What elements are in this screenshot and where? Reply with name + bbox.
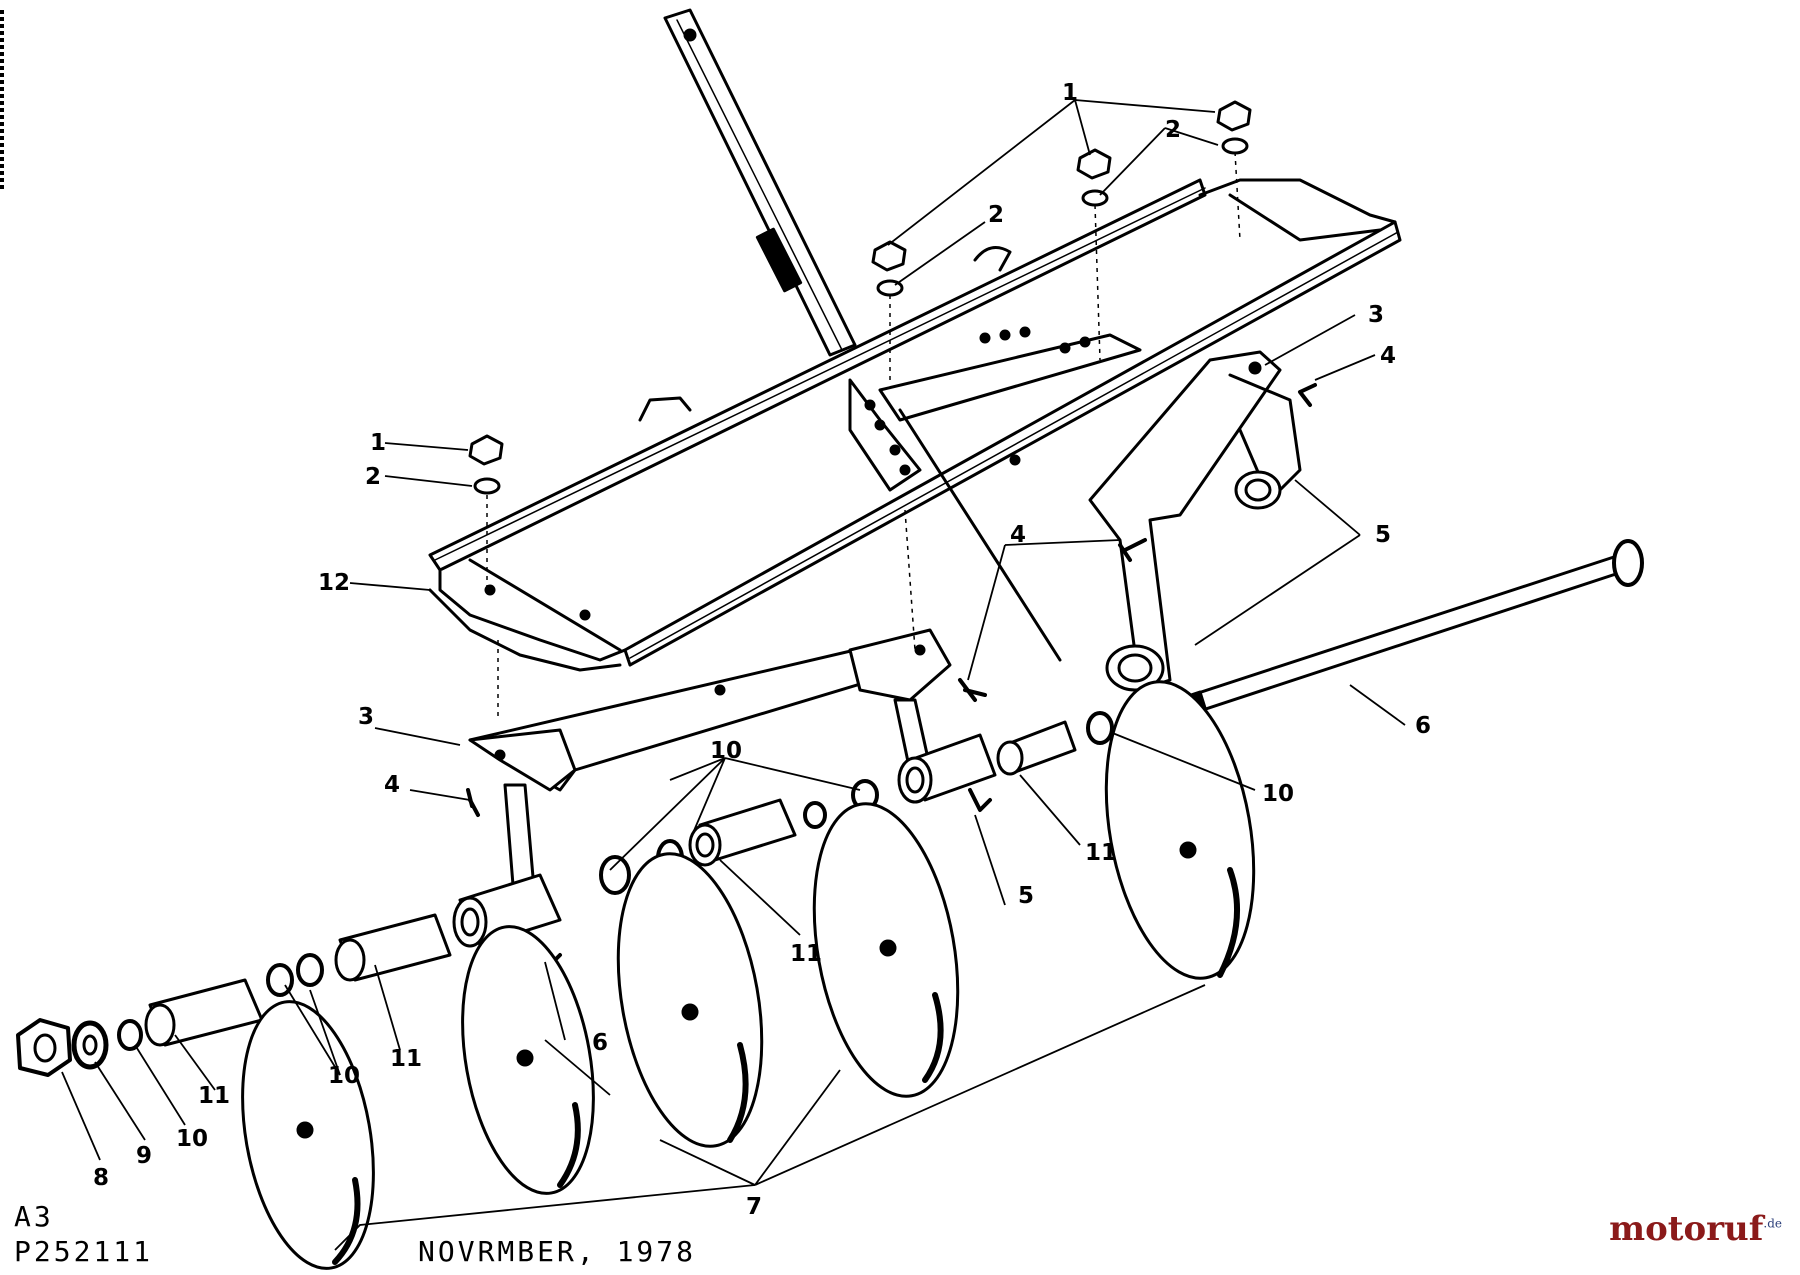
callout-5a: 5 bbox=[1375, 522, 1391, 548]
diagram-date: NOVRMBER, 1978 bbox=[418, 1235, 697, 1268]
callout-10c: 10 bbox=[710, 738, 742, 764]
callout-4c: 4 bbox=[384, 772, 400, 798]
scan-edge-marks bbox=[0, 10, 4, 190]
callout-3b: 3 bbox=[358, 704, 374, 730]
disc-blades bbox=[241, 680, 1256, 1270]
callout-11d: 11 bbox=[1085, 840, 1117, 866]
frame-main bbox=[428, 178, 1402, 672]
callout-4a: 4 bbox=[1380, 343, 1396, 369]
callout-8: 8 bbox=[93, 1165, 109, 1191]
nuts-washers bbox=[468, 100, 1252, 495]
part-number: P252111 bbox=[14, 1235, 154, 1268]
callout-10d: 10 bbox=[1262, 781, 1294, 807]
callout-4b: 4 bbox=[1010, 522, 1026, 548]
callout-10a: 10 bbox=[176, 1126, 208, 1152]
hitch-tongue bbox=[663, 8, 857, 357]
callout-1a: 1 bbox=[1062, 80, 1078, 106]
callout-12: 12 bbox=[318, 570, 350, 596]
callout-9: 9 bbox=[136, 1143, 152, 1169]
callout-5b: 5 bbox=[1018, 883, 1034, 909]
alignment-lines bbox=[486, 151, 1241, 720]
callout-11b: 11 bbox=[390, 1046, 422, 1072]
bracket-right bbox=[1088, 350, 1302, 692]
bolts bbox=[466, 383, 1317, 817]
section-code: A3 bbox=[14, 1200, 54, 1233]
callout-3a: 3 bbox=[1368, 302, 1384, 328]
callout-2c: 2 bbox=[365, 464, 381, 490]
callout-labels: 1 1 2 2 2 3 3 4 4 4 5 5 6 6 7 8 9 10 10 … bbox=[93, 80, 1431, 1220]
leader-lines bbox=[61, 99, 1406, 1251]
watermark-brand: motoruf bbox=[1609, 1209, 1764, 1249]
callout-1b: 1 bbox=[370, 430, 386, 456]
watermark-logo: motoruf.de bbox=[1609, 1209, 1782, 1249]
callout-11c: 11 bbox=[790, 941, 822, 967]
callout-2a: 2 bbox=[1165, 117, 1181, 143]
callout-6a: 6 bbox=[1415, 713, 1431, 739]
axle-rod bbox=[1138, 539, 1644, 730]
callout-6b: 6 bbox=[592, 1030, 608, 1056]
callout-7: 7 bbox=[746, 1194, 762, 1220]
callout-2b: 2 bbox=[988, 202, 1004, 228]
callout-11a: 11 bbox=[198, 1083, 230, 1109]
callout-10b: 10 bbox=[328, 1063, 360, 1089]
watermark-suffix: .de bbox=[1763, 1216, 1782, 1231]
